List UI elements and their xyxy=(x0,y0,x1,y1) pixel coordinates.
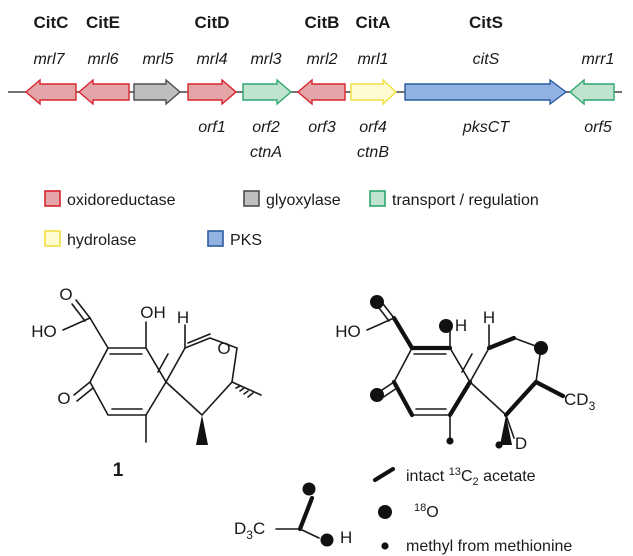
legend-swatch-oxidoreductase xyxy=(44,190,61,207)
bond-key-symbol xyxy=(372,466,396,483)
gene-arrow-mrr1 xyxy=(568,78,615,106)
atom-label: O xyxy=(57,389,70,408)
atom-label: H xyxy=(455,316,467,335)
legend-swatch-transport xyxy=(369,190,386,207)
legend-label-oxidoreductase: oxidoreductase xyxy=(67,192,176,209)
orf-label-orf5: orf5 xyxy=(584,119,612,136)
atom-label: OH xyxy=(140,303,166,322)
legend-swatch-glyoxylase xyxy=(243,190,260,207)
gene-arrow-citS xyxy=(404,78,568,106)
legend-label-hydrolase: hydrolase xyxy=(67,232,136,249)
methyl-key-symbol xyxy=(381,542,389,550)
gene-arrow-mrl4 xyxy=(187,78,238,106)
atom-label: HO xyxy=(335,322,361,341)
o18-key-symbol xyxy=(378,505,392,519)
gene-label-mrl3: mrl3 xyxy=(250,51,281,68)
gene-arrow-mrl1 xyxy=(350,78,398,106)
orf-label-orf1: orf1 xyxy=(198,119,226,136)
protein-label-citc: CitC xyxy=(34,13,69,32)
atom-label: CD3 xyxy=(564,390,596,413)
structure-labelled: HO H H D CD3 xyxy=(335,295,596,453)
methyl-key-label: methyl from methionine xyxy=(406,538,572,555)
atom-label: D xyxy=(515,434,527,453)
orf-label-ctnb: ctnB xyxy=(357,144,389,161)
legend-label-transport: transport / regulation xyxy=(392,192,539,209)
gene-label-mrl6: mrl6 xyxy=(87,51,118,68)
atom-label: O xyxy=(59,285,72,304)
labelling-key: D3C H intact 13C2 acetate 18O methyl fro… xyxy=(234,466,572,555)
gene-cluster: CitC CitE CitD CitB CitA CitS mrl7 mrl6 … xyxy=(8,13,622,161)
orf-label-orf4: orf4 xyxy=(359,119,387,136)
atom-label: H xyxy=(177,308,189,327)
gene-label-mrl7: mrl7 xyxy=(33,51,65,68)
gene-label-mrl1: mrl1 xyxy=(357,51,388,68)
gene-arrow-mrl5 xyxy=(133,78,182,106)
compound-number: 1 xyxy=(113,460,124,481)
legend-swatch-hydrolase xyxy=(44,230,61,247)
gene-label-cits: citS xyxy=(473,51,500,68)
gene-arrow-mrl3 xyxy=(242,78,293,106)
gene-label-mrl4: mrl4 xyxy=(196,51,227,68)
protein-label-cits: CitS xyxy=(469,13,503,32)
structure-citrinin: O HO OH H O O 1 xyxy=(31,285,262,481)
atom-label: O xyxy=(217,339,230,358)
protein-label-cita: CitA xyxy=(356,13,391,32)
gene-label-mrl2: mrl2 xyxy=(306,51,337,68)
protein-label-citd: CitD xyxy=(195,13,230,32)
legend-label-pks: PKS xyxy=(230,232,262,249)
orf-label-orf2: orf2 xyxy=(252,119,280,136)
orf-label-orf3: orf3 xyxy=(308,119,336,136)
protein-label-cite: CitE xyxy=(86,13,120,32)
gene-arrow-mrl7 xyxy=(24,78,77,106)
atom-label: H xyxy=(483,308,495,327)
gene-label-mrr1: mrr1 xyxy=(582,51,615,68)
o18-key-label: 18O xyxy=(414,502,439,521)
orf-label-ctna: ctnA xyxy=(250,144,282,161)
legend: oxidoreductase glyoxylase transport / re… xyxy=(44,190,539,249)
gene-label-mrl5: mrl5 xyxy=(142,51,173,68)
acetate-formula: D3C xyxy=(234,519,265,542)
bond-key-label: intact 13C2 acetate xyxy=(406,466,536,488)
acetate-h: H xyxy=(340,528,352,547)
gene-arrow-mrl6 xyxy=(77,78,130,106)
legend-label-glyoxylase: glyoxylase xyxy=(266,192,341,209)
protein-label-citb: CitB xyxy=(305,13,340,32)
atom-label: HO xyxy=(31,322,57,341)
gene-arrow-mrl2 xyxy=(296,78,346,106)
orf-label-pksct: pksCT xyxy=(462,119,510,136)
legend-swatch-pks xyxy=(207,230,224,247)
